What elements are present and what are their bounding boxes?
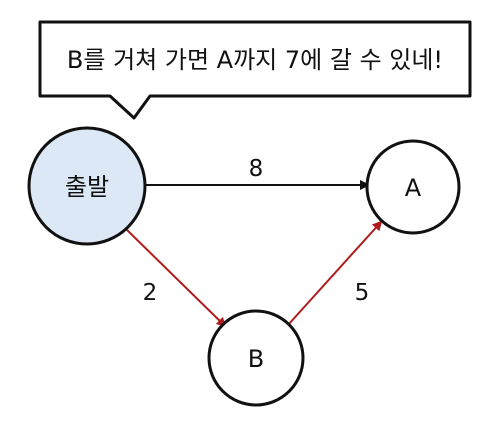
edge-b-to-a	[287, 220, 383, 326]
node-b-circle	[207, 309, 305, 407]
node-start: 출발	[27, 126, 147, 246]
node-a-circle	[365, 139, 461, 235]
node-b-label: B	[248, 345, 264, 373]
edge-start-to-b	[126, 229, 227, 328]
node-start-label: 출발	[65, 173, 109, 201]
node-start-circle	[27, 126, 147, 246]
node-b: B	[207, 309, 305, 407]
node-a-label: A	[405, 174, 422, 202]
speech-bubble-text: B를 거쳐 가면 A까지 7에 갈 수 있네!	[67, 46, 443, 74]
edge-weight-b-to-a: 5	[355, 280, 370, 306]
edge-weight-start-to-a: 8	[249, 156, 264, 182]
speech-bubble: B를 거쳐 가면 A까지 7에 갈 수 있네!	[38, 20, 472, 120]
node-a: A	[365, 139, 461, 235]
speech-bubble-shape	[38, 20, 472, 120]
edge-weight-start-to-b: 2	[143, 280, 158, 306]
